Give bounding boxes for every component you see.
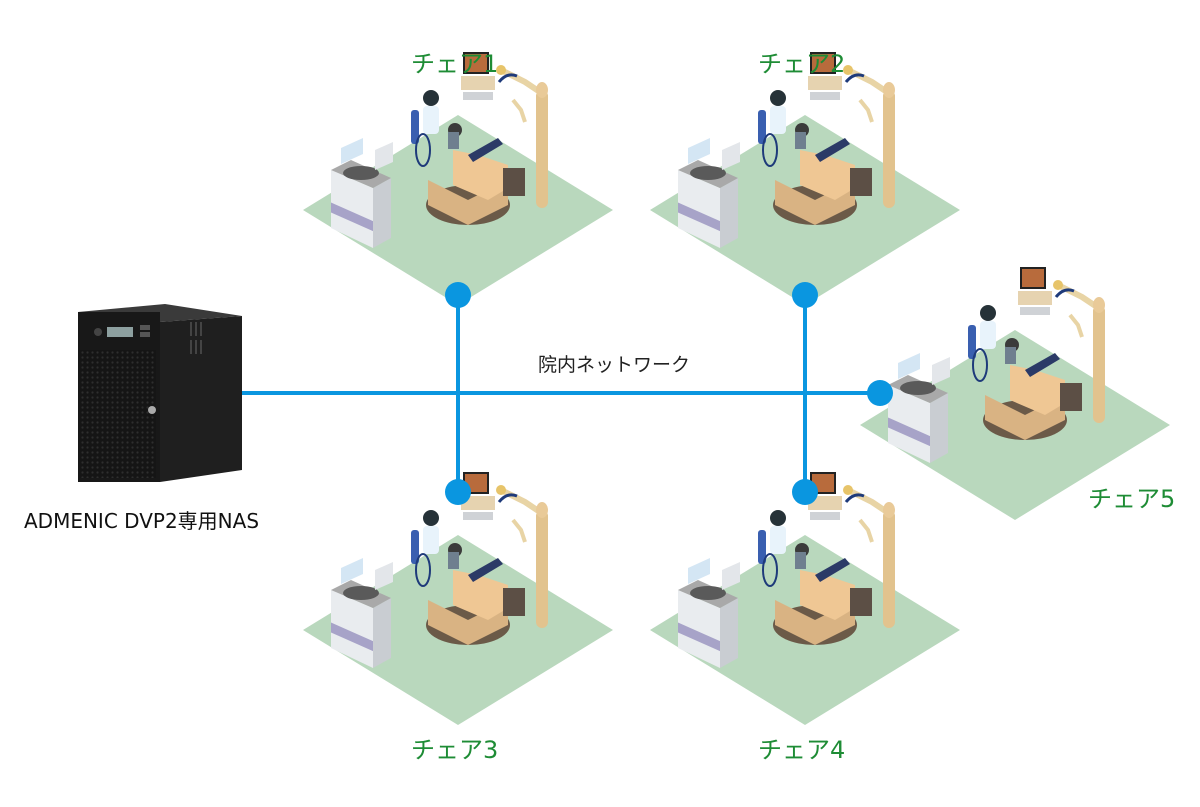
node-chair-5 [867, 380, 893, 406]
chair-5-label: チェア5 [1088, 485, 1176, 513]
room-chair-4 [650, 472, 960, 725]
node-chair-1 [445, 282, 471, 308]
node-chair-3 [445, 479, 471, 505]
room-chair-1 [303, 52, 613, 305]
chair-1-label: チェア1 [411, 50, 499, 78]
room-chair-3 [303, 472, 613, 725]
nas-server-icon [78, 304, 242, 482]
chair-3-label: チェア3 [411, 736, 499, 764]
network-lines [240, 295, 880, 492]
room-chair-2 [650, 52, 960, 305]
chair-2-label: チェア2 [758, 50, 846, 78]
nas-label: ADMENIC DVP2専用NAS [24, 509, 260, 533]
network-nodes [445, 282, 893, 505]
node-chair-4 [792, 479, 818, 505]
node-chair-2 [792, 282, 818, 308]
network-label: 院内ネットワーク [538, 354, 691, 376]
chair-4-label: チェア4 [758, 736, 846, 764]
